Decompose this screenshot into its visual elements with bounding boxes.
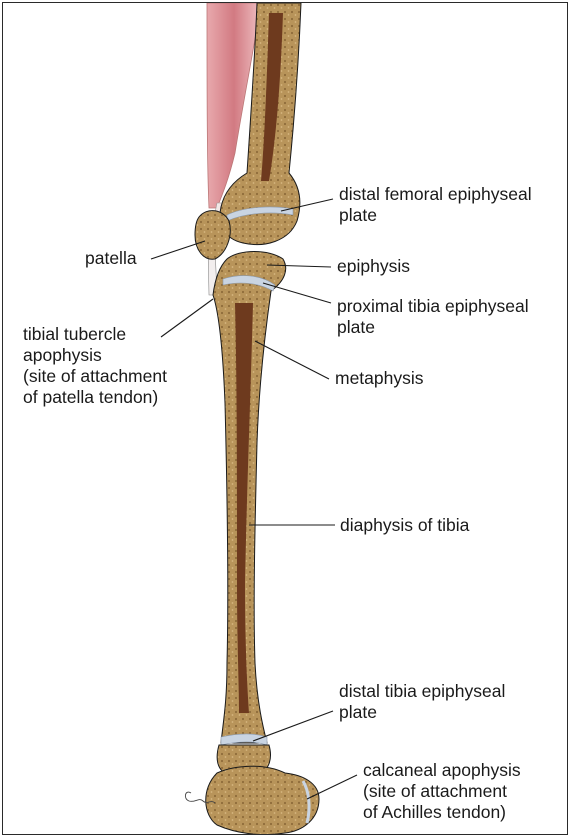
leader-patella [151, 241, 205, 259]
label-epiphysis: epiphysis [337, 256, 410, 277]
calcaneus [206, 766, 319, 834]
leader-proximal-tibia [263, 283, 331, 303]
label-diaphysis: diaphysis of tibia [340, 515, 469, 536]
leader-metaphysis [255, 341, 329, 379]
label-metaphysis: metaphysis [335, 368, 424, 389]
patella-bone [195, 211, 230, 260]
leader-distal-tibia [253, 711, 333, 741]
leader-tibial-tubercle [161, 299, 213, 337]
label-patella: patella [85, 248, 137, 269]
